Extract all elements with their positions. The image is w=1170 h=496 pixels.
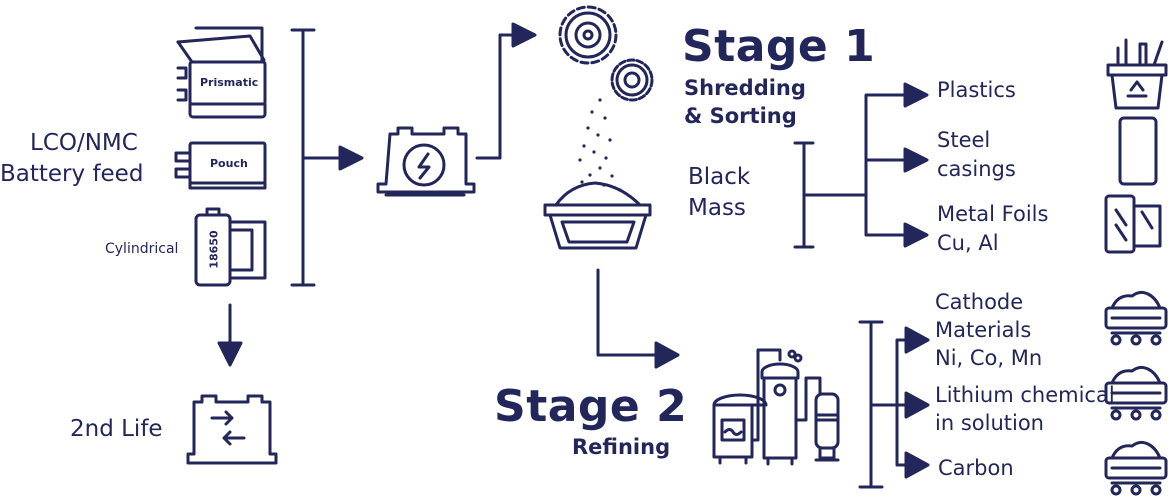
stage1-subtitle-line2: & Sorting [684, 104, 797, 128]
arrow-to-second-life [217, 303, 243, 367]
output-cathode-line2: Materials [935, 318, 1032, 342]
output-foils-line2: Cu, Al [937, 231, 999, 255]
black-mass-line2: Mass [688, 195, 746, 221]
battery-pack-icon [376, 126, 476, 197]
feed-bracket [290, 28, 364, 287]
steel-casing-icon [1118, 116, 1158, 186]
mine-cart-icon [1104, 365, 1168, 421]
stage2-subtitle: Refining [572, 435, 671, 459]
cylindrical-label: Cylindrical [105, 241, 179, 257]
mine-cart-icon [1104, 440, 1168, 496]
refinery-equipment-icon [712, 348, 840, 466]
output-plastics: Plastics [937, 78, 1016, 102]
cylinder-code-label: 18650 [207, 230, 221, 269]
black-mass-basket-icon [543, 181, 652, 250]
stage2-output-bracket [858, 320, 930, 489]
prismatic-cell-icon [176, 26, 267, 119]
prismatic-label: Prismatic [200, 76, 259, 89]
output-cathode-line3: Ni, Co, Mn [935, 346, 1043, 370]
output-lithium-line1: Lithium chemical [935, 383, 1115, 407]
feed-label-line2: Battery feed [0, 161, 144, 187]
output-steel-line2: casings [937, 157, 1016, 181]
second-life-battery-icon [186, 394, 278, 465]
mine-cart-icon [1104, 290, 1168, 346]
shredded-particles [578, 98, 622, 192]
stage1-subtitle-line1: Shredding [684, 76, 806, 100]
metal-foil-icon [1104, 194, 1162, 254]
pouch-label: Pouch [210, 157, 248, 170]
feed-label-line1: LCO/NMC [30, 130, 138, 156]
recycle-bin-icon [1106, 38, 1168, 110]
output-steel-line1: Steel [937, 128, 991, 152]
output-lithium-line2: in solution [935, 411, 1044, 435]
pouch-cell-icon [174, 141, 267, 190]
output-carbon: Carbon [938, 456, 1014, 480]
shredder-gears-icon [558, 5, 654, 102]
second-life-label: 2nd Life [70, 416, 163, 442]
output-foils-line1: Metal Foils [937, 202, 1049, 226]
stage1-title: Stage 1 [682, 21, 876, 72]
stage1-output-bracket [793, 82, 929, 249]
cylindrical-cell-icon [194, 207, 267, 287]
black-mass-line1: Black [688, 164, 751, 190]
output-cathode-line1: Cathode [935, 290, 1024, 314]
arrow-to-shredder [475, 22, 537, 160]
stage2-title: Stage 2 [494, 381, 688, 432]
arrow-to-refining [596, 268, 680, 369]
